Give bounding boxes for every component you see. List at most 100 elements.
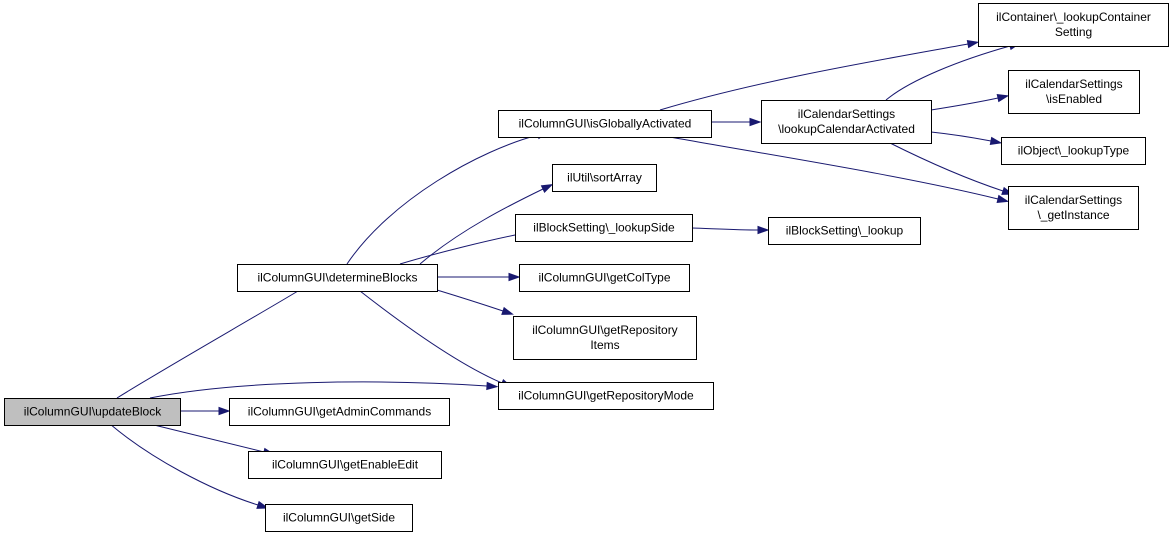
node-updateBlock[interactable]: ilColumnGUI\updateBlock (4, 398, 181, 426)
arrowhead (996, 194, 1010, 203)
node-box (265, 504, 413, 532)
node-label: ilColumnGUI\isGloballyActivated (519, 117, 692, 131)
edge-lookupCalendarActivated-to-getInstance (889, 142, 1014, 195)
node-sortArray[interactable]: ilUtil\sortArray (552, 164, 657, 192)
node-label: \_getInstance (1037, 208, 1109, 222)
node-label: ilColumnGUI\getRepositoryMode (518, 389, 694, 403)
node-box (519, 264, 690, 292)
arrowhead (486, 381, 499, 391)
edge-line (109, 423, 259, 506)
node-label: ilBlockSetting\_lookupSide (533, 221, 675, 235)
node-lookupSide[interactable]: ilBlockSetting\_lookupSide (515, 214, 693, 242)
node-label: ilColumnGUI\getRepository (532, 323, 677, 337)
node-determineBlocks[interactable]: ilColumnGUI\determineBlocks (237, 264, 438, 292)
edge-line (419, 188, 544, 265)
arrowhead (989, 136, 1003, 146)
node-box (513, 316, 697, 360)
node-getEnableEdit[interactable]: ilColumnGUI\getEnableEdit (248, 451, 442, 479)
edge-determineBlocks-to-sortArray (419, 183, 554, 265)
edge-isGloballyActivated-to-getInstance (669, 136, 1010, 203)
node-label: ilContainer\_lookupContainer (996, 10, 1151, 24)
node-label: ilColumnGUI\getAdminCommands (248, 405, 431, 419)
edge-determineBlocks-to-lookupSide (399, 229, 532, 265)
node-label: Setting (1055, 25, 1092, 39)
node-lookupCalendarActivated[interactable]: ilCalendarSettings\lookupCalendarActivat… (761, 100, 932, 144)
edge-line (659, 43, 969, 111)
arrowhead (966, 39, 980, 49)
edge-lookupCalendarActivated-to-lookupType (930, 131, 1003, 146)
arrowhead (540, 183, 554, 194)
node-box (515, 214, 693, 242)
arrowhead (749, 117, 762, 127)
node-label: ilObject\_lookupType (1018, 144, 1130, 158)
node-label: ilCalendarSettings (798, 107, 895, 121)
edge-determineBlocks-to-getRepositoryItems (436, 289, 514, 315)
edge-updateBlock-to-determineBlocks (116, 282, 313, 399)
edge-line (885, 45, 1011, 101)
edge-determineBlocks-to-getColType (437, 272, 521, 282)
node-getSide[interactable]: ilColumnGUI\getSide (265, 504, 413, 532)
edge-updateBlock-to-getSide (109, 423, 269, 509)
arrowhead (501, 306, 514, 315)
node-box (1008, 186, 1139, 230)
edge-line (930, 97, 999, 111)
edge-line (669, 136, 999, 200)
node-label: ilUtil\sortArray (567, 171, 642, 185)
edge-line (116, 287, 304, 399)
node-box (552, 164, 657, 192)
node-lookupType[interactable]: ilObject\_lookupType (1001, 137, 1146, 165)
node-box (1001, 137, 1146, 165)
arrowhead (996, 93, 1010, 103)
edge-lookupSide-to-blockLookup (691, 225, 770, 235)
node-box (498, 382, 714, 410)
node-label: Items (590, 338, 619, 352)
edge-isGloballyActivated-to-lookupContainerSetting (659, 39, 980, 111)
edge-lookupCalendarActivated-to-lookupContainerSetting (885, 42, 1022, 101)
node-isEnabled[interactable]: ilCalendarSettings\isEnabled (1008, 70, 1140, 114)
edge-lookupCalendarActivated-to-isEnabled (930, 93, 1010, 111)
edge-line (149, 381, 488, 399)
arrowhead (218, 406, 231, 416)
node-box (237, 264, 438, 292)
edge-line (436, 289, 504, 312)
arrowhead (757, 225, 770, 235)
edge-isGloballyActivated-to-lookupCalendarActivated (711, 117, 762, 127)
node-box (761, 100, 932, 144)
edge-line (889, 142, 1004, 192)
edge-line (691, 227, 759, 231)
node-box (4, 398, 181, 426)
node-label: ilCalendarSettings (1025, 77, 1122, 91)
node-blockLookup[interactable]: ilBlockSetting\_lookup (768, 217, 921, 245)
node-label: ilColumnGUI\updateBlock (24, 405, 162, 419)
edge-updateBlock-to-getRepositoryMode (149, 381, 499, 399)
node-isGloballyActivated[interactable]: ilColumnGUI\isGloballyActivated (498, 110, 712, 138)
edge-line (399, 233, 521, 265)
node-box (1008, 70, 1140, 114)
node-label: ilColumnGUI\getSide (283, 511, 395, 525)
edge-determineBlocks-to-isGloballyActivated (346, 131, 550, 265)
node-getInstance[interactable]: ilCalendarSettings\_getInstance (1008, 186, 1139, 230)
edge-line (359, 290, 503, 384)
edge-determineBlocks-to-getRepositoryMode (359, 290, 513, 388)
arrowhead (508, 272, 521, 282)
node-label: ilColumnGUI\determineBlocks (257, 271, 417, 285)
node-box (768, 217, 921, 245)
edge-line (930, 131, 992, 142)
node-getColType[interactable]: ilColumnGUI\getColType (519, 264, 690, 292)
node-label: ilCalendarSettings (1025, 193, 1122, 207)
node-box (248, 451, 442, 479)
arrowhead (256, 500, 269, 509)
node-label: \isEnabled (1046, 92, 1102, 106)
node-label: \lookupCalendarActivated (778, 122, 915, 136)
nodes-layer: ilColumnGUI\updateBlock ilColumnGUI\deter… (4, 3, 1169, 532)
node-label: ilColumnGUI\getEnableEdit (272, 458, 419, 472)
node-getRepositoryMode[interactable]: ilColumnGUI\getRepositoryMode (498, 382, 714, 410)
edge-line (149, 423, 265, 453)
node-box (498, 110, 712, 138)
edge-updateBlock-to-getAdminCommands (180, 406, 231, 416)
node-box (978, 3, 1169, 47)
node-getAdminCommands[interactable]: ilColumnGUI\getAdminCommands (229, 398, 450, 426)
